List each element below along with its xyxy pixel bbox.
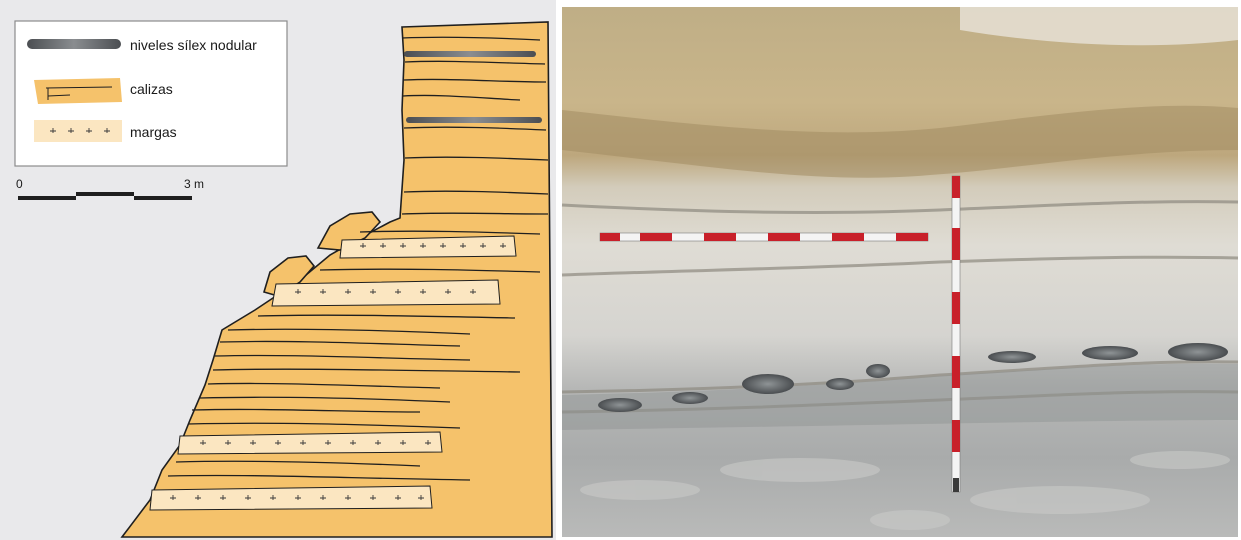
scale-bar-end-label: 3 m bbox=[184, 177, 204, 191]
flint-nodule bbox=[672, 392, 708, 404]
ruler-segment bbox=[832, 233, 864, 241]
ruler-segment bbox=[952, 228, 960, 260]
legend-label-limestone: calizas bbox=[130, 81, 173, 97]
ruler-segment bbox=[952, 292, 960, 324]
flint-nodule bbox=[1082, 346, 1138, 360]
marl-band-4 bbox=[150, 486, 432, 510]
horizontal-scale-ruler bbox=[600, 233, 928, 241]
legend-label-marl: margas bbox=[130, 124, 177, 140]
flint-nodule bbox=[866, 364, 890, 378]
ruler-segment bbox=[952, 356, 960, 388]
scale-bar-start-label: 0 bbox=[16, 177, 23, 191]
flint-nodule bbox=[742, 374, 794, 394]
ruler-segment bbox=[600, 233, 620, 241]
flint-level-upper bbox=[404, 51, 536, 57]
flint-swatch-icon bbox=[27, 39, 121, 49]
legend-label-flint: niveles sílex nodular bbox=[130, 37, 257, 53]
ruler-segment bbox=[768, 233, 800, 241]
flint-level-lower bbox=[406, 117, 542, 123]
legend: niveles sílex nodular calizas margas bbox=[15, 21, 287, 166]
vertical-scale-ruler bbox=[952, 176, 960, 492]
ruler-segment bbox=[896, 233, 928, 241]
scale-bar-segment-3 bbox=[134, 196, 192, 200]
ruler-segment bbox=[953, 478, 959, 492]
marl-band-2 bbox=[272, 280, 500, 306]
scale-bar-segment-1 bbox=[18, 196, 76, 200]
flint-nodule bbox=[988, 351, 1036, 363]
limestone-swatch-icon bbox=[34, 78, 122, 104]
marl-band-1 bbox=[340, 236, 516, 258]
stratigraphic-section-panel: niveles sílex nodular calizas margas 0 3… bbox=[0, 0, 556, 540]
ruler-segment bbox=[952, 420, 960, 452]
legend-item-marl: margas bbox=[34, 120, 177, 142]
ruler-segment bbox=[952, 176, 960, 198]
outcrop-photo bbox=[562, 7, 1238, 537]
ruler-segment bbox=[704, 233, 736, 241]
flint-nodule bbox=[826, 378, 854, 390]
flint-nodule bbox=[1168, 343, 1228, 361]
scale-bar-segment-2 bbox=[76, 192, 134, 196]
flint-nodule bbox=[598, 398, 642, 412]
ruler-segment bbox=[640, 233, 672, 241]
